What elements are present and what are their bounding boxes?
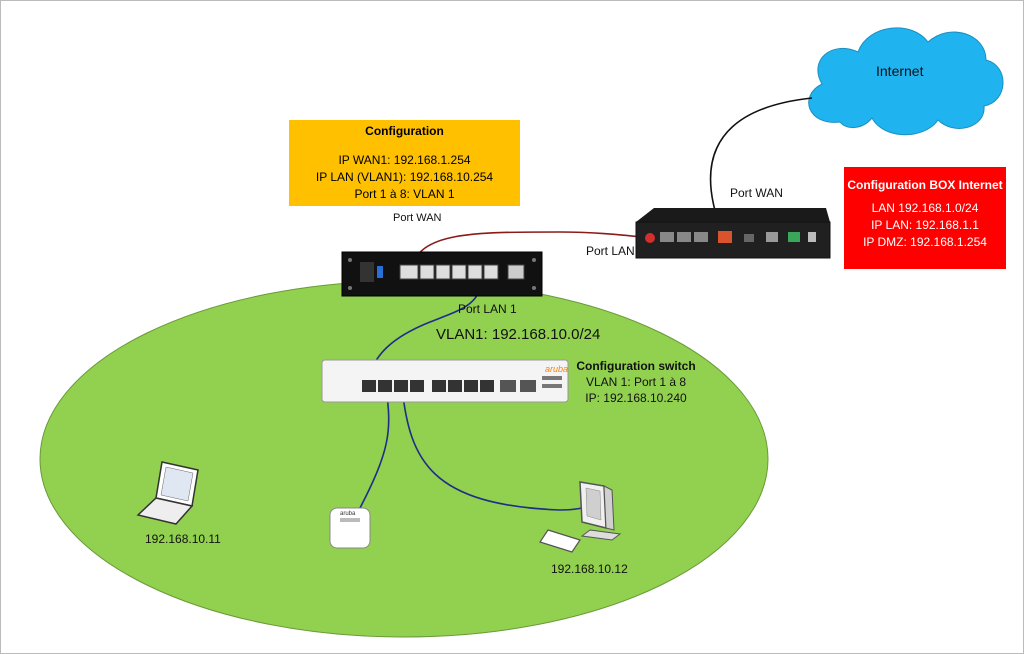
box-wan-port-label: Port WAN: [730, 186, 783, 200]
cable-router-box: [409, 231, 653, 271]
internet-cloud-icon: [808, 27, 1004, 136]
laptop-icon: [136, 461, 199, 525]
switch-brand-label: aruba: [545, 364, 568, 374]
box-config-line: LAN 192.168.1.0/24: [871, 201, 979, 215]
router-config-line: Port 1 à 8: VLAN 1: [354, 187, 455, 201]
box-config-line: IP DMZ: 192.168.1.254: [863, 235, 987, 249]
internet-label: Internet: [876, 63, 924, 79]
box-config-line: IP LAN: 192.168.1.1: [871, 218, 979, 232]
laptop-ip-label: 192.168.10.11: [145, 532, 221, 546]
desktop-computer-icon: [539, 481, 622, 553]
switch-config-line: VLAN 1: Port 1 à 8: [585, 375, 687, 389]
box-config-box: Configuration BOX Internet LAN 192.168.1…: [844, 167, 1006, 269]
router-icon: [341, 251, 543, 297]
router-wan-port-label: Port WAN: [393, 212, 442, 224]
ap-brand-label: aruba: [340, 511, 356, 517]
router-lan1-port-label: Port LAN 1: [458, 302, 517, 316]
desktop-ip-label: 192.168.10.12: [551, 562, 628, 576]
access-point-icon: [329, 507, 371, 549]
switch-config: Configuration switch VLAN 1: Port 1 à 8 …: [566, 358, 706, 406]
box-lan-port-label: Port LAN: [586, 244, 635, 258]
router-config-title: Configuration: [365, 124, 444, 138]
cable-switch-desktop: [401, 387, 591, 511]
box-config-title: Configuration BOX Internet: [847, 178, 1003, 192]
switch-config-line: IP: 192.168.10.240: [585, 391, 687, 405]
router-config-line: IP LAN (VLAN1): 192.168.10.254: [315, 170, 494, 184]
switch-icon: [321, 359, 569, 403]
switch-config-title: Configuration switch: [576, 359, 696, 373]
router-config-box: Configuration IP WAN1: 192.168.1.254 IP …: [289, 120, 520, 206]
vlan-label: VLAN1: 192.168.10.0/24: [436, 326, 601, 343]
router-config-line: IP WAN1: 192.168.1.254: [338, 153, 471, 167]
internet-box-icon: [635, 208, 831, 259]
